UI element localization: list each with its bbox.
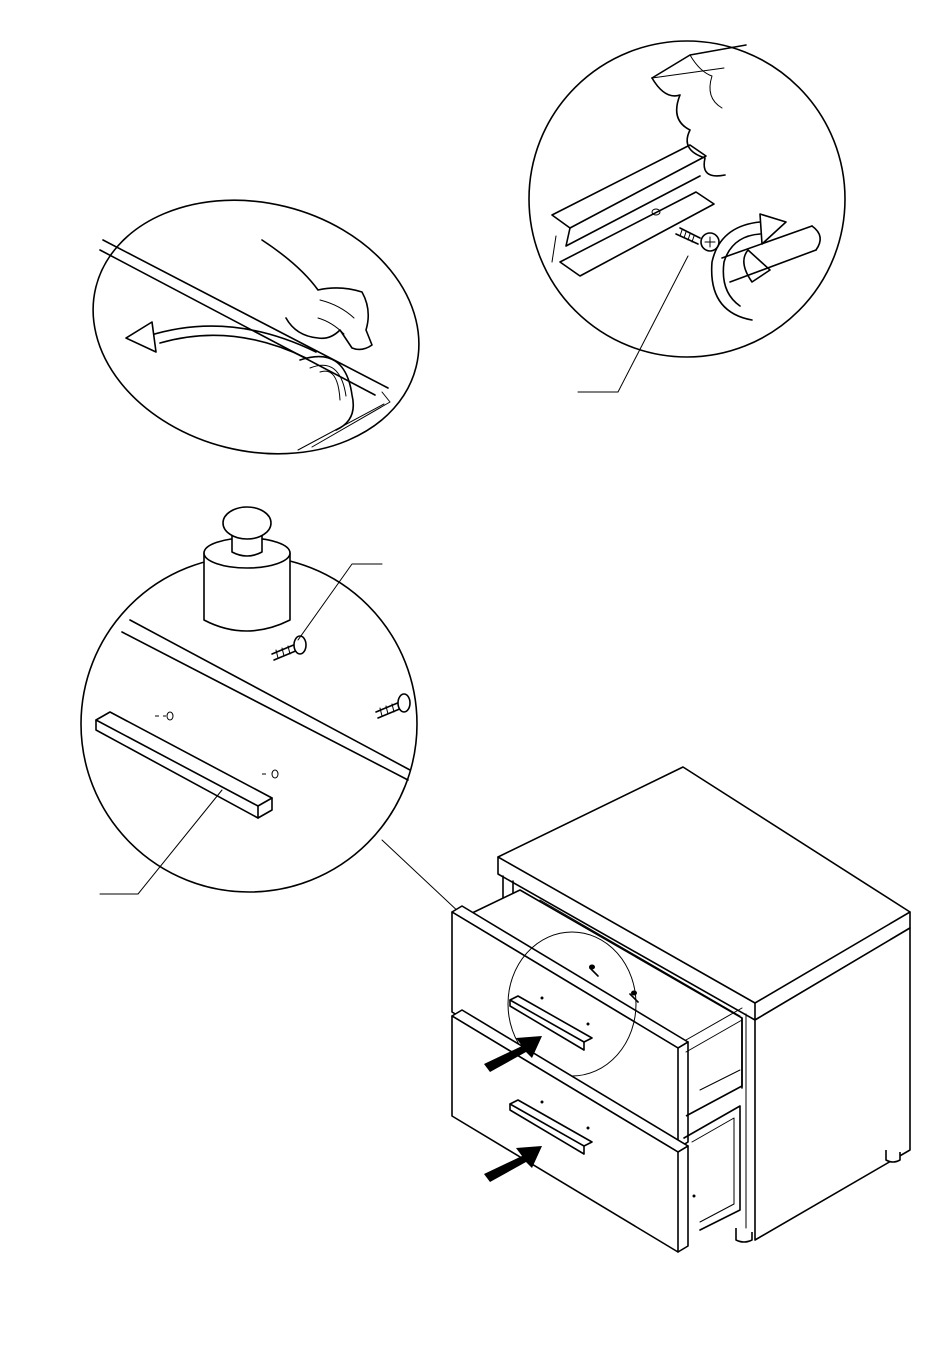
rail-screw-detail — [529, 41, 845, 392]
handle-attachment-detail — [81, 507, 478, 930]
nightstand-assembly — [452, 767, 910, 1252]
weight-icon — [204, 507, 290, 631]
peel-film-detail — [66, 167, 446, 487]
